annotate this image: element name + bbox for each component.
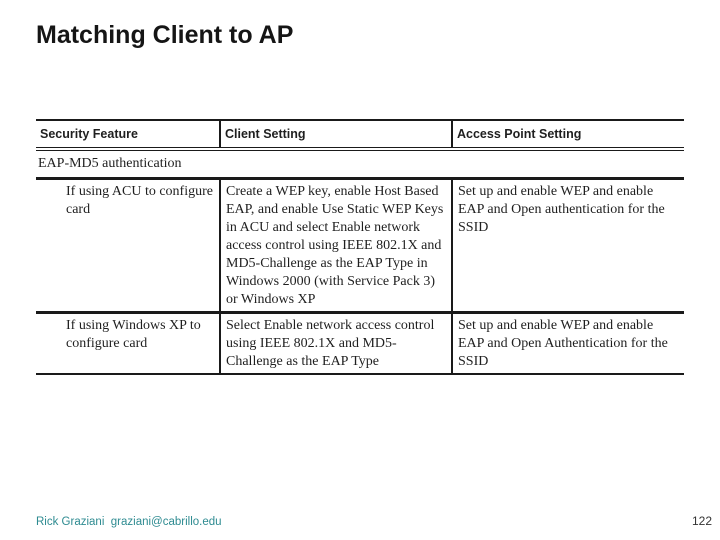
cell-client-setting: Create a WEP key, enable Host Based EAP,…: [219, 178, 452, 314]
security-feature-table: Security Feature Client Setting Access P…: [36, 119, 684, 375]
feature-group-label: EAP-MD5 authentication: [36, 149, 684, 180]
cell-client-setting: Select Enable network access control usi…: [219, 312, 452, 375]
table-row: If using Windows XP to configure card Se…: [36, 312, 684, 375]
table-row: If using ACU to configure card Create a …: [36, 178, 684, 314]
page-number: 122: [691, 514, 712, 528]
cell-security-feature: If using ACU to configure card: [36, 178, 220, 314]
footer-author: Rick Graziani graziani@cabrillo.edu: [36, 516, 222, 528]
page-title: Matching Client to AP: [36, 21, 294, 49]
cell-access-point-setting: Set up and enable WEP and enable EAP and…: [451, 178, 684, 314]
column-header-access-point-setting: Access Point Setting: [451, 119, 684, 151]
cell-security-feature: If using Windows XP to configure card: [36, 312, 220, 375]
table-header-row: Security Feature Client Setting Access P…: [36, 119, 684, 151]
cell-access-point-setting: Set up and enable WEP and enable EAP and…: [451, 312, 684, 375]
column-header-security-feature: Security Feature: [36, 119, 220, 151]
table-row-feature-group: EAP-MD5 authentication: [36, 149, 684, 180]
slide-footer: Rick Graziani graziani@cabrillo.edu 122: [36, 514, 712, 528]
column-header-client-setting: Client Setting: [219, 119, 452, 151]
